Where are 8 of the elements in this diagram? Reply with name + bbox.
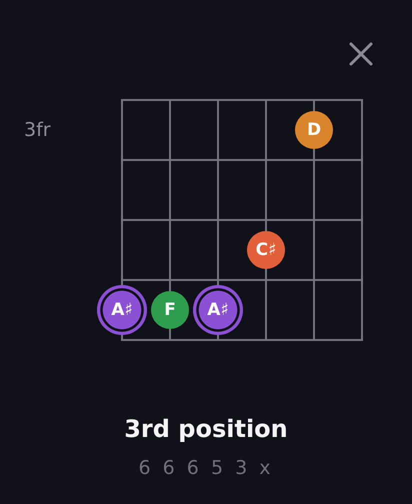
fingering-numbers: 6 6 6 5 3 x	[138, 456, 274, 481]
chord-position-title: 3rd position	[124, 414, 288, 445]
fret-number-label: 3fr	[24, 118, 51, 142]
note-marker: D	[295, 111, 333, 149]
ringed-note-marker: A♯	[97, 285, 147, 335]
note-marker: F	[151, 291, 189, 329]
note-marker: C♯	[247, 231, 285, 269]
ringed-note-marker: A♯	[193, 285, 243, 335]
